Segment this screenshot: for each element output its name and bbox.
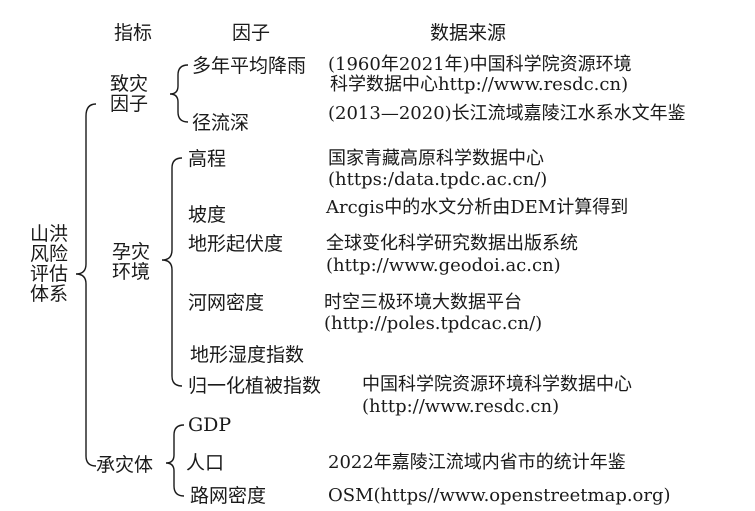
exposure-brace — [165, 424, 185, 497]
header-source: 数据来源 — [430, 22, 507, 44]
group-hazard-label: 致灾 因子 — [110, 73, 149, 115]
factor-name: 归一化植被指数 — [188, 375, 322, 397]
source-text: Arcgis中的水文分析由DEM计算得到 — [326, 197, 629, 218]
source-text: (http://www.geodoi.ac.cn) — [326, 255, 561, 276]
factor-name: 地形湿度指数 — [190, 344, 305, 366]
source-text: 全球变化科学研究数据出版系统 — [326, 233, 578, 254]
source-text: 时空三极环境大数据平台 — [324, 292, 522, 313]
factor-name: 高程 — [188, 148, 227, 170]
environment-brace — [161, 157, 183, 387]
factor-name: 多年平均降雨 — [192, 55, 307, 77]
factor-name: GDP — [188, 414, 232, 436]
factor-name: 地形起伏度 — [188, 233, 284, 255]
header-indicator: 指标 — [114, 22, 153, 44]
factor-name: 人口 — [186, 452, 225, 474]
group-environment-label: 孕灾 环境 — [112, 241, 151, 283]
hazard-brace — [169, 64, 189, 123]
root-label: 山洪 风险 评估 体系 — [30, 223, 69, 305]
root-brace — [75, 103, 97, 467]
source-text: 科学数据中心http://www.resdc.cn) — [330, 74, 629, 95]
factor-name: 河网密度 — [188, 292, 265, 314]
source-text: (http://www.resdc.cn) — [362, 396, 560, 417]
source-text: (http://poles.tpdcac.cn/) — [324, 313, 543, 334]
source-text: (2013—2020)长江流域嘉陵江水系水文年鉴 — [328, 103, 686, 124]
factor-name: 径流深 — [192, 112, 250, 134]
source-text: 中国科学院资源环境科学数据中心 — [362, 374, 632, 395]
source-text: 2022年嘉陵江流域内省市的统计年鉴 — [328, 452, 626, 473]
source-text: (https:/data.tpdc.ac.cn/) — [328, 169, 548, 190]
source-text: 国家青藏高原科学数据中心 — [328, 148, 544, 169]
header-factor: 因子 — [232, 22, 271, 44]
root-node: 山洪 风险 评估 体系 — [30, 224, 68, 304]
group-exposure-label: 承灾体 — [96, 454, 154, 476]
source-text: (1960年2021年)中国科学院资源环境 — [328, 54, 632, 75]
source-text: OSM(https//www.openstreetmap.org) — [328, 485, 671, 506]
factor-name: 坡度 — [188, 204, 227, 226]
factor-name: 路网密度 — [190, 485, 267, 507]
